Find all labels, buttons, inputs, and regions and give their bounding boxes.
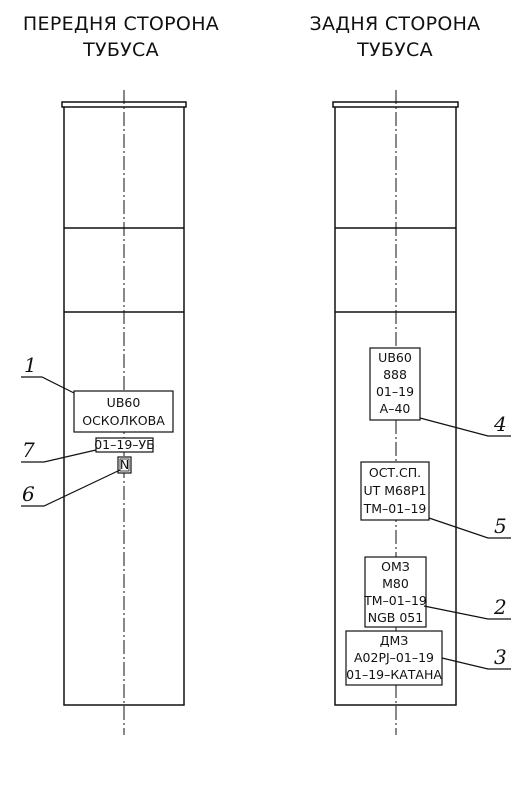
box4-line4: А–40 <box>380 401 411 416</box>
box5-line2: UT M68P1 <box>364 483 427 498</box>
box3-line3: 01–19–КАТАНА <box>346 667 442 682</box>
leader-5 <box>428 517 511 539</box>
leader-1 <box>21 376 75 394</box>
leader-lines-front <box>21 376 121 507</box>
box7-line1: 01–19–УБ <box>94 437 155 452</box>
leader-2 <box>423 605 511 620</box>
box5-line1: ОСТ.СП. <box>369 465 421 480</box>
box5-line3: ТМ–01–19 <box>363 501 427 516</box>
box3-line1: ДМЗ <box>380 633 409 648</box>
front-title-line2: ТУБУСА <box>82 39 159 61</box>
box4-line2: 888 <box>383 367 407 382</box>
box4-line3: 01–19 <box>376 384 414 399</box>
front-tube <box>61 90 187 735</box>
leader-7 <box>21 449 97 463</box>
back-label-box-2: ОМЗ M80 ТМ–01–19 NGB 051 <box>363 556 427 628</box>
leader-6 <box>21 469 121 507</box>
callout-1: 1 <box>24 353 37 377</box>
box6-line1: N <box>120 457 129 472</box>
callout-7: 7 <box>22 438 35 462</box>
leader-lines-back <box>419 417 511 670</box>
box2-line1: ОМЗ <box>381 559 410 574</box>
back-title-line1: ЗАДНЯ СТОРОНА <box>310 13 481 35</box>
box2-line3: ТМ–01–19 <box>363 593 427 608</box>
callout-6: 6 <box>22 482 35 506</box>
front-title-line1: ПЕРЕДНЯ СТОРОНА <box>23 13 219 35</box>
box2-line2: M80 <box>382 576 409 591</box>
callout-3: 3 <box>494 645 507 669</box>
box1-line2: ОСКОЛКОВА <box>82 413 165 428</box>
front-label-box-6: N <box>117 456 132 474</box>
box3-line2: А02PJ–01–19 <box>354 650 434 665</box>
front-label-box-1: UB60 ОСКОЛКОВА <box>73 390 174 433</box>
box1-line1: UB60 <box>107 395 141 410</box>
leader-3 <box>441 657 511 670</box>
box2-line4: NGB 051 <box>368 610 423 625</box>
callout-2: 2 <box>493 595 507 619</box>
back-label-box-3: ДМЗ А02PJ–01–19 01–19–КАТАНА <box>345 630 443 686</box>
back-label-box-4: UB60 888 01–19 А–40 <box>369 347 421 421</box>
callout-5: 5 <box>494 514 507 538</box>
back-title-line2: ТУБУСА <box>356 39 433 61</box>
back-label-box-5: ОСТ.СП. UT M68P1 ТМ–01–19 <box>360 461 430 521</box>
leader-4 <box>419 417 511 437</box>
box4-line1: UB60 <box>378 350 412 365</box>
front-label-box-7: 01–19–УБ <box>94 437 155 453</box>
callout-4: 4 <box>493 412 507 436</box>
